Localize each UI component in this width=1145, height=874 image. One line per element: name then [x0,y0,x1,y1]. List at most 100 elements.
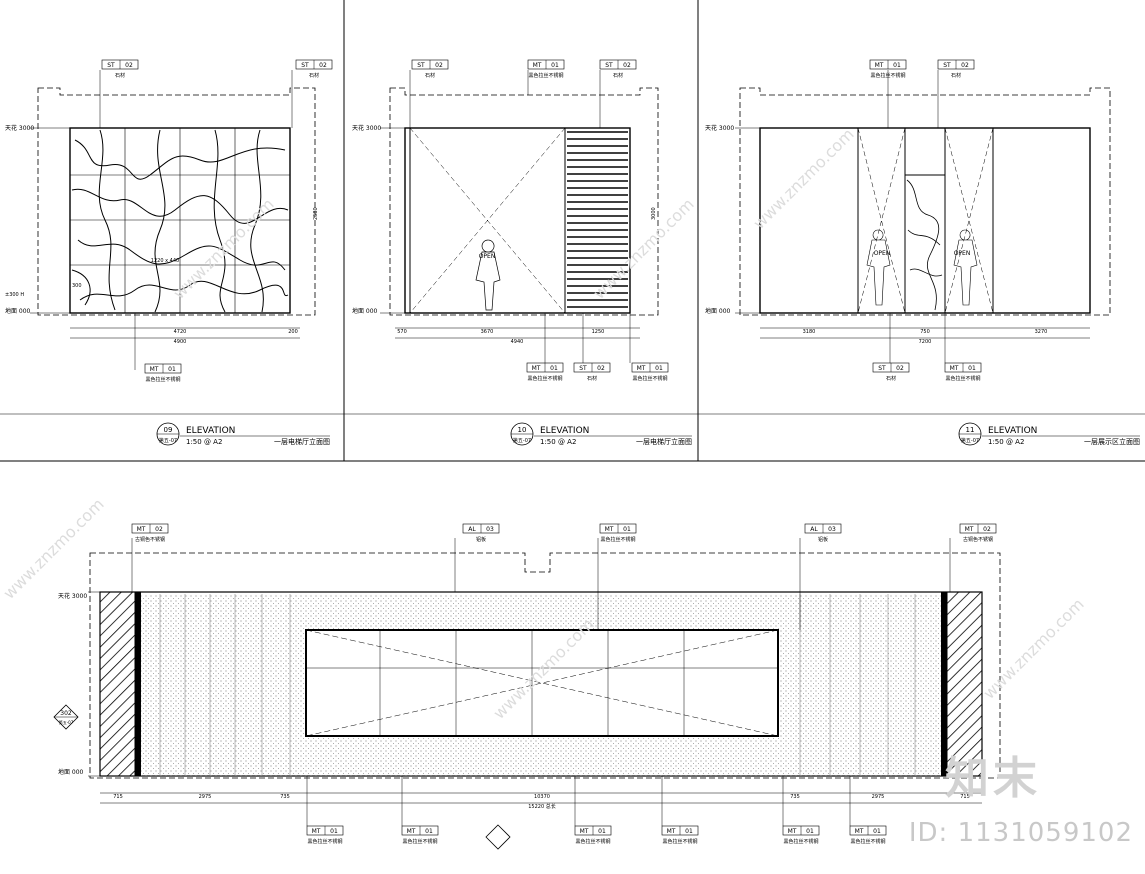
level-floor: 地面 000 [705,307,731,315]
level-ceiling: 天花 3000 [58,592,87,600]
level-ceiling: 天花 3000 [705,124,734,132]
level-ceiling: 天花 3000 [5,124,34,132]
section-ref-sheet: 第五-07 [59,719,74,725]
dim-c: 1250 [592,329,605,335]
tag-code: MT [312,828,321,835]
watermark-id: ID: 1131059102 [908,818,1133,848]
tag-num: 02 [125,62,133,69]
tag-code: ST [878,365,886,372]
panel-title: ELEVATION [988,426,1037,436]
tag-num: 01 [425,828,433,835]
tag-code: MT [533,62,542,69]
tag-note: 铝板 [476,536,486,543]
tag-num: 01 [806,828,814,835]
tag-num: 01 [623,526,631,533]
tag-code: ST [943,62,951,69]
watermark-site: www.znzmo.com [979,595,1087,703]
tag-code: MT [855,828,864,835]
panel-title: ELEVATION [540,426,589,436]
tag-note: 黑色拉丝不锈钢 [145,376,180,383]
dim-seg: 2975 [199,794,212,800]
dim-seg: 2975 [872,794,885,800]
door-open-label: OPEN [954,250,971,257]
panel-number: 11 [966,426,975,434]
tag-note: 石材 [115,72,125,79]
level-floor: 地面 000 [352,307,378,315]
dim-a: 3180 [803,329,816,335]
watermark-site: www.znzmo.com [0,495,108,603]
panel-number: 10 [518,426,527,434]
door-open-label: OPEN [479,253,496,260]
tag-num: 01 [968,365,976,372]
tag-note: 古铜色不锈钢 [135,536,165,543]
panel-name: 一层电梯厅立面图 [274,437,330,446]
panel-name: 一层电梯厅立面图 [636,437,692,446]
level-floor: 地面 000 [5,307,31,315]
tag-num: 03 [486,526,494,533]
tag-note: 石材 [309,72,319,79]
panel-title: ELEVATION [186,426,235,436]
dim-height: 3000 [651,207,657,220]
level-floor: 地面 000 [58,768,84,776]
tag-num: 01 [685,828,693,835]
tag-code: ST [605,62,613,69]
dim-seg: 10370 [534,794,550,800]
tag-note: 黑色拉丝不锈钢 [402,838,437,845]
dim-b: 3670 [481,329,494,335]
dim-total: 15220 总长 [528,803,556,810]
tag-num: 02 [319,62,327,69]
tag-num: 01 [551,62,559,69]
tag-code: AL [810,526,818,533]
tag-note: 铝板 [818,536,828,543]
dim-total: 4900 [174,339,187,345]
dim-c: 3270 [1035,329,1048,335]
tag-num: 02 [623,62,631,69]
tag-code: MT [150,366,159,373]
dim-seg: 735 [790,794,800,800]
tag-code: MT [137,526,146,533]
tag-num: 02 [597,365,605,372]
tag-num: 01 [168,366,176,373]
tag-note: 黑色拉丝不锈钢 [527,375,562,382]
tag-code: MT [875,62,884,69]
door-open-label: OPEN [874,250,891,257]
dim-seg: 715 [960,794,970,800]
panel-sheet: 第五-07 [961,437,979,444]
dim-b: 200 [288,329,298,335]
elevation-09: 1220 x 440 天花 3000 ±300 H 地面 000 4720 20… [5,59,333,446]
tag-num: 01 [598,828,606,835]
watermark-site: www.znzmo.com [589,195,697,303]
tag-num: 01 [330,828,338,835]
tag-note: 石材 [425,72,435,79]
elevation-11: OPEN OPEN 天花 3000 地面 000 3180 750 3270 7… [705,59,1140,446]
tag-note: 黑色拉丝不锈钢 [870,72,905,79]
tag-code: MT [407,828,416,835]
tag-code: MT [605,526,614,533]
tag-code: MT [580,828,589,835]
panel-name: 一层展示区立面图 [1084,437,1140,446]
tag-num: 01 [873,828,881,835]
dim-a: 4720 [174,329,187,335]
tag-note: 黑色拉丝不锈钢 [632,375,667,382]
tag-code: MT [532,365,541,372]
tag-note: 黑色拉丝不锈钢 [945,375,980,382]
elevation-main: 天花 3000 地面 000 302 第五-07 715 2975 735 10… [53,523,1001,850]
tag-code: MT [965,526,974,533]
tag-num: 02 [983,526,991,533]
tag-note: 石材 [587,375,597,382]
dim-b: 750 [920,329,930,335]
level-ceiling: 天花 3000 [352,124,381,132]
tag-note: 石材 [886,375,896,382]
tag-note: 石材 [951,72,961,79]
tag-note: 黑色拉丝不锈钢 [850,838,885,845]
dim-small: 300 [72,283,82,289]
section-ref-num: 302 [60,710,72,717]
tag-num: 02 [961,62,969,69]
tag-code: MT [788,828,797,835]
dim-height: 2580 [313,207,319,220]
level-mid: ±300 H [5,292,24,298]
tag-code: MT [637,365,646,372]
tag-num: 02 [155,526,163,533]
tag-code: MT [667,828,676,835]
tag-num: 01 [893,62,901,69]
